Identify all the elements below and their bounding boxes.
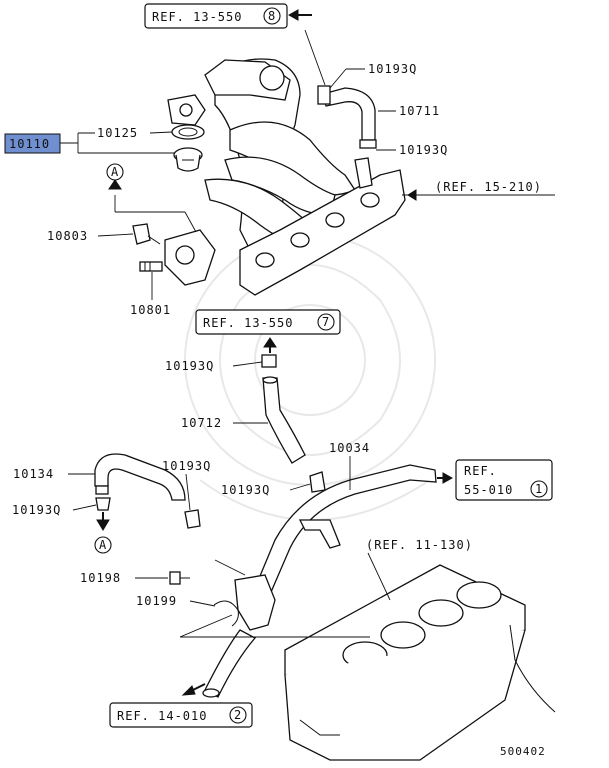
gasket-10125[interactable] [171, 124, 205, 140]
ref-top-number: 8 [268, 9, 276, 23]
part-number-10193q-left-a[interactable]: 10193Q [162, 459, 211, 473]
part-number-10193q-top-a[interactable]: 10193Q [368, 62, 417, 76]
hose-10712[interactable] [261, 354, 306, 464]
ref-mid-number: 7 [322, 315, 330, 329]
main-part-highlight[interactable]: 10110 [4, 133, 61, 154]
ref-bottom-label: REF. 14-010 [117, 709, 207, 723]
water-pipe-10034[interactable] [202, 464, 437, 698]
part-number-10110: 10110 [9, 137, 50, 151]
part-number-10199[interactable]: 10199 [136, 594, 177, 608]
ref-box-top[interactable]: REF. 13-550 8 [144, 3, 288, 29]
clamp-10193q-mid[interactable] [309, 471, 326, 493]
ref-right-number: 1 [535, 482, 543, 496]
marker-a-lower-label: A [99, 538, 107, 552]
part-number-10198[interactable]: 10198 [80, 571, 121, 585]
clamp-10193q-left-a[interactable] [184, 509, 201, 529]
plug-10801[interactable] [139, 261, 163, 272]
marker-a-upper-label: A [111, 165, 119, 179]
bolt-10198[interactable] [169, 571, 190, 585]
part-number-10711[interactable]: 10711 [399, 104, 440, 118]
part-number-10193q-top-b[interactable]: 10193Q [399, 143, 448, 157]
clamp-10193q-left-b[interactable] [95, 497, 111, 511]
ref-box-mid[interactable]: REF. 13-550 7 [195, 309, 341, 335]
ref-right-line1: REF. [464, 464, 497, 478]
part-number-10125[interactable]: 10125 [97, 126, 138, 140]
flow-arrows [96, 9, 454, 696]
marker-a-upper[interactable]: A [106, 163, 124, 181]
ref-15-210[interactable]: (REF. 15-210) [435, 180, 542, 194]
thermostat-10110[interactable] [173, 147, 203, 172]
intake-manifold-assembly[interactable] [164, 58, 406, 296]
leader-lines [60, 29, 555, 638]
cylinder-head [284, 564, 556, 761]
diagram-code: 500402 [500, 745, 546, 758]
ref-right-line2: 55-010 [464, 483, 513, 497]
ref-box-right[interactable]: REF. 55-010 1 [455, 459, 553, 501]
ring-10199[interactable] [213, 600, 239, 627]
hose-10711[interactable] [317, 85, 377, 149]
sensor-10803[interactable] [132, 223, 161, 245]
marker-a-lower[interactable]: A [94, 536, 112, 554]
part-number-10193q-left-b[interactable]: 10193Q [12, 503, 61, 517]
part-number-10801[interactable]: 10801 [130, 303, 171, 317]
arrow-to-top-ref [287, 9, 299, 21]
hose-10134[interactable] [94, 453, 186, 501]
part-number-10193q-mid[interactable]: 10193Q [165, 359, 214, 373]
part-number-10803[interactable]: 10803 [47, 229, 88, 243]
part-number-10134[interactable]: 10134 [13, 467, 54, 481]
ref-bottom-number: 2 [234, 708, 242, 722]
part-number-10193q-mid-b[interactable]: 10193Q [221, 483, 270, 497]
ref-mid-label: REF. 13-550 [203, 316, 293, 330]
ref-box-bottom[interactable]: REF. 14-010 2 [109, 702, 253, 728]
ref-11-130[interactable]: (REF. 11-130) [366, 538, 473, 552]
ref-top-label: REF. 13-550 [152, 10, 242, 24]
part-number-10034[interactable]: 10034 [329, 441, 370, 455]
part-number-10712[interactable]: 10712 [181, 416, 222, 430]
